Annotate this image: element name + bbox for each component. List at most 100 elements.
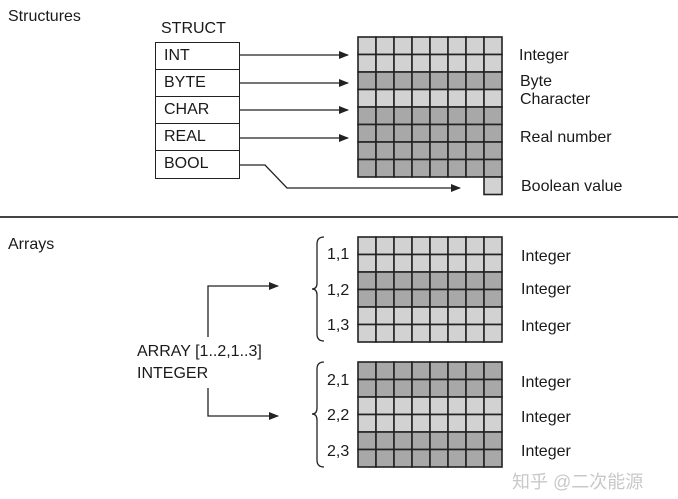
struct-memory-cell [465,71,485,91]
array-block-2-cell [357,431,377,451]
array-block-1-cell [447,236,467,256]
watermark: 知乎 @二次能源 [512,472,644,492]
struct-memory-cell [393,123,413,143]
struct-memory-cell [447,71,467,91]
struct-memory-cell [465,53,485,73]
array-connector-top [207,282,279,337]
array-block-2-cell [483,378,503,398]
array-block-2-cell [429,413,449,433]
array-block-1-cell [465,306,485,326]
array-block-2-cell [375,431,395,451]
array-block-1-cell [357,236,377,256]
struct-memory-cell [375,36,395,56]
array-block-2-cell [393,448,413,468]
array-block-2-cell [447,431,467,451]
array-block-2-cell [411,396,431,416]
array-block-1-cell [447,288,467,308]
array-block-1-cell [447,271,467,291]
struct-memory-cell [465,158,485,178]
array-block-1-cell [375,288,395,308]
array-block-2-cell [447,361,467,381]
array-type-2-3: Integer [521,443,571,460]
struct-memory-cell [483,123,503,143]
array-block-2-cell [465,378,485,398]
array-block-2-cell [447,396,467,416]
struct-memory-cell [357,106,377,126]
struct-memory-cell [429,106,449,126]
array-type-1-2: Integer [521,281,571,298]
struct-memory-cell [357,53,377,73]
array-type-2-2: Integer [521,409,571,426]
struct-memory-cell [429,158,449,178]
array-block-1-cell [357,271,377,291]
struct-memory-cell [483,88,503,108]
struct-memory-cell [483,71,503,91]
array-block-1-cell [375,306,395,326]
array-block-2-cell [483,396,503,416]
struct-memory-cell [357,71,377,91]
array-block-2-cell [411,431,431,451]
struct-memory-cell [375,158,395,178]
struct-memory-cell [393,106,413,126]
array-type-2-1: Integer [521,374,571,391]
array-block-2-cell [375,396,395,416]
array-block-1-cell [357,323,377,343]
struct-field-int: INT [156,43,239,70]
struct-memory-cell [465,36,485,56]
struct-memory-cell [393,141,413,161]
struct-memory-cell [483,141,503,161]
array-block-2-cell [447,378,467,398]
array-block-2-cell [375,378,395,398]
struct-memory-cell [411,123,431,143]
struct-memory-cell [411,158,431,178]
struct-memory-cell [357,123,377,143]
struct-type-boolean: Boolean value [521,178,623,195]
struct-memory-cell [375,106,395,126]
array-block-1-cell [429,271,449,291]
array-block-2-cell [429,396,449,416]
array-index-1-3: 1,3 [327,317,350,334]
array-block-1-cell [429,253,449,273]
array-block-2-cell [393,361,413,381]
struct-fields-box: INT BYTE CHAR REAL BOOL [155,42,240,179]
array-block-2-cell [375,448,395,468]
struct-memory-cell [447,106,467,126]
struct-memory-cell [429,71,449,91]
array-block-1-cell [393,323,413,343]
array-block-1-cell [411,253,431,273]
array-block-1-cell [375,236,395,256]
struct-field-bool: BOOL [164,155,209,172]
struct-memory-cell [429,123,449,143]
array-block-1-cell [411,323,431,343]
struct-memory-cell [357,141,377,161]
struct-memory-cell [393,53,413,73]
array-block-2-cell [357,396,377,416]
array-block-2-cell [483,361,503,381]
struct-memory-cell [375,71,395,91]
array-block-2-cell [429,431,449,451]
array-block-1-cell [465,271,485,291]
array-block-2-cell [483,448,503,468]
array-block-1-cell [393,253,413,273]
struct-memory-cell [465,88,485,108]
struct-memory-cell [447,141,467,161]
array-block-2-cell [393,396,413,416]
struct-memory-cell [375,141,395,161]
array-block-2-cell [447,448,467,468]
array-block-1-cell [357,306,377,326]
array-block-1-cell [447,323,467,343]
struct-memory-cell [429,53,449,73]
array-block-1-cell [357,288,377,308]
array-block-1-cell [375,253,395,273]
struct-memory-cell [447,36,467,56]
struct-type-integer: Integer [519,47,569,64]
struct-field-byte: BYTE [156,70,239,97]
arrow-bool [240,164,461,192]
array-block-2-cell [357,378,377,398]
struct-memory-cell [447,53,467,73]
array-block-1-cell [411,306,431,326]
struct-memory-cell [411,53,431,73]
array-block-2-cell [429,361,449,381]
array-declaration-line2: INTEGER [137,365,209,382]
struct-memory-cell [411,71,431,91]
